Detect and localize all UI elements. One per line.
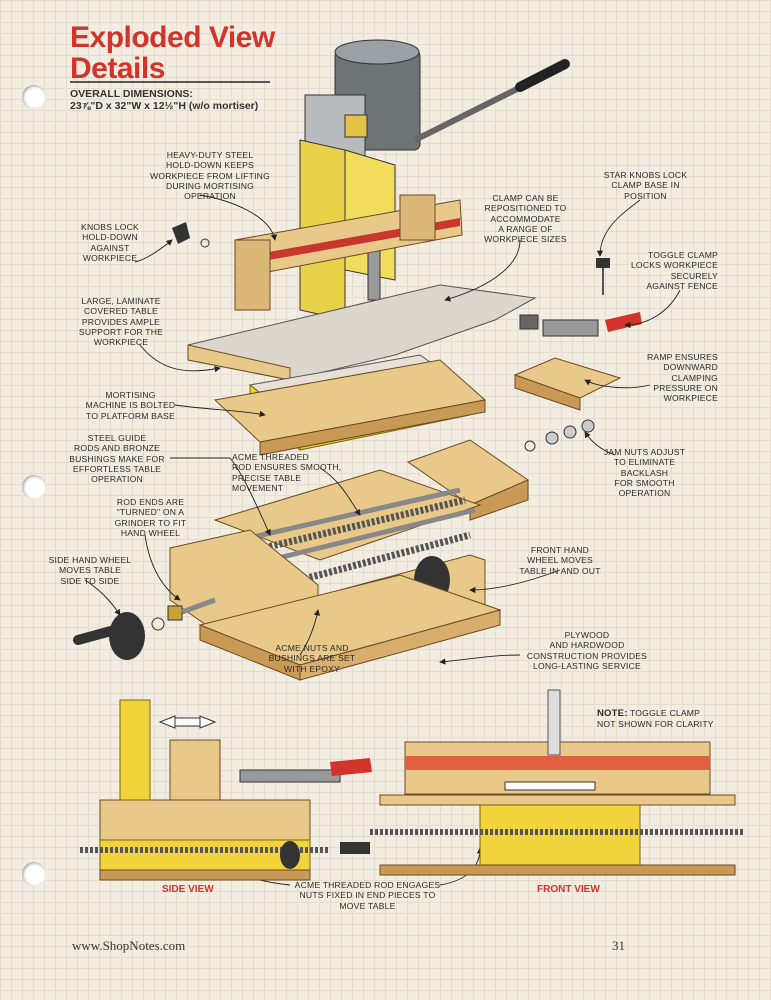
plywood-base (198, 574, 502, 681)
laminate-table (187, 284, 537, 381)
dimensions-label: OVERALL DIMENSIONS: (70, 88, 193, 100)
binder-hole (22, 475, 46, 499)
callout-toggle-clamp: TOGGLE CLAMP LOCKS WORKPIECE SECURELY AG… (630, 250, 718, 291)
callout-acme-nuts: ACME NUTS AND BUSHINGS ARE SET WITH EPOX… (268, 643, 356, 674)
end-block (406, 439, 530, 521)
callout-mortising-bolted: MORTISING MACHINE IS BOLTED TO PLATFORM … (85, 390, 176, 421)
callout-rod-ends: ROD ENDS ARE "TURNED" ON A GRINDER TO FI… (114, 497, 187, 538)
callout-note: NOTE: TOGGLE CLAMP NOT SHOWN FOR CLARITY (597, 708, 727, 730)
callout-star-knobs: STAR KNOBS LOCK CLAMP BASE IN POSITION (603, 170, 688, 201)
callout-ramp: RAMP ENSURES DOWNWARD CLAMPING PRESSURE … (646, 352, 718, 404)
front-view-drawing (370, 689, 745, 876)
side-view-label: SIDE VIEW (162, 884, 214, 895)
title-underline (70, 81, 270, 83)
callout-knobs-lock: KNOBS LOCK HOLD-DOWN AGAINST WORKPIECE (81, 222, 139, 263)
hold-down-fence (234, 194, 463, 311)
platform-base (213, 359, 487, 456)
note-text: TOGGLE CLAMP NOT SHOWN FOR CLARITY (597, 708, 714, 730)
dimensions-value: 23⅞"D x 32"W x 12½"H (w/o mortiser) (70, 100, 259, 112)
binder-hole (22, 862, 46, 886)
callout-side-wheel: SIDE HAND WHEEL MOVES TABLE SIDE TO SIDE (48, 555, 132, 586)
binder-hole (22, 85, 46, 109)
knob (172, 222, 210, 248)
callout-hold-down: HEAVY-DUTY STEEL HOLD-DOWN KEEPS WORKPIE… (150, 150, 270, 202)
front-view-label: FRONT VIEW (537, 884, 600, 895)
callout-plywood: PLYWOOD AND HARDWOOD CONSTRUCTION PROVID… (526, 630, 648, 671)
callout-acme-rod: ACME THREADED ROD ENSURES SMOOTH, PRECIS… (232, 452, 342, 493)
side-view-drawing (80, 699, 372, 881)
title-line-1: Exploded View (70, 21, 275, 54)
title-line-2: Details (70, 52, 165, 85)
callout-acme-engages: ACME THREADED ROD ENGAGES NUTS FIXED IN … (294, 880, 441, 911)
footer-website: www.ShopNotes.com (72, 938, 186, 953)
callout-steel-guide: STEEL GUIDE RODS AND BRONZE BUSHINGS MAK… (69, 433, 165, 485)
side-hand-wheel (73, 597, 216, 660)
toggle-clamp-assembly (513, 258, 642, 411)
callout-front-wheel: FRONT HAND WHEEL MOVES TABLE IN AND OUT (519, 545, 601, 576)
mortiser-lever (413, 59, 570, 143)
callout-jam-nuts: JAM NUTS ADJUST TO ELIMINATE BACKLASH FO… (603, 447, 686, 499)
callout-laminate-table: LARGE, LAMINATE COVERED TABLE PROVIDES A… (78, 296, 164, 348)
page-number: 31 (612, 938, 625, 953)
page-title: Exploded View Details (70, 22, 275, 84)
jam-nuts (524, 419, 595, 452)
callout-clamp-reposition: CLAMP CAN BE REPOSITIONED TO ACCOMMODATE… (484, 193, 567, 245)
carriage-frame (213, 469, 482, 584)
note-label: NOTE: (597, 708, 628, 719)
